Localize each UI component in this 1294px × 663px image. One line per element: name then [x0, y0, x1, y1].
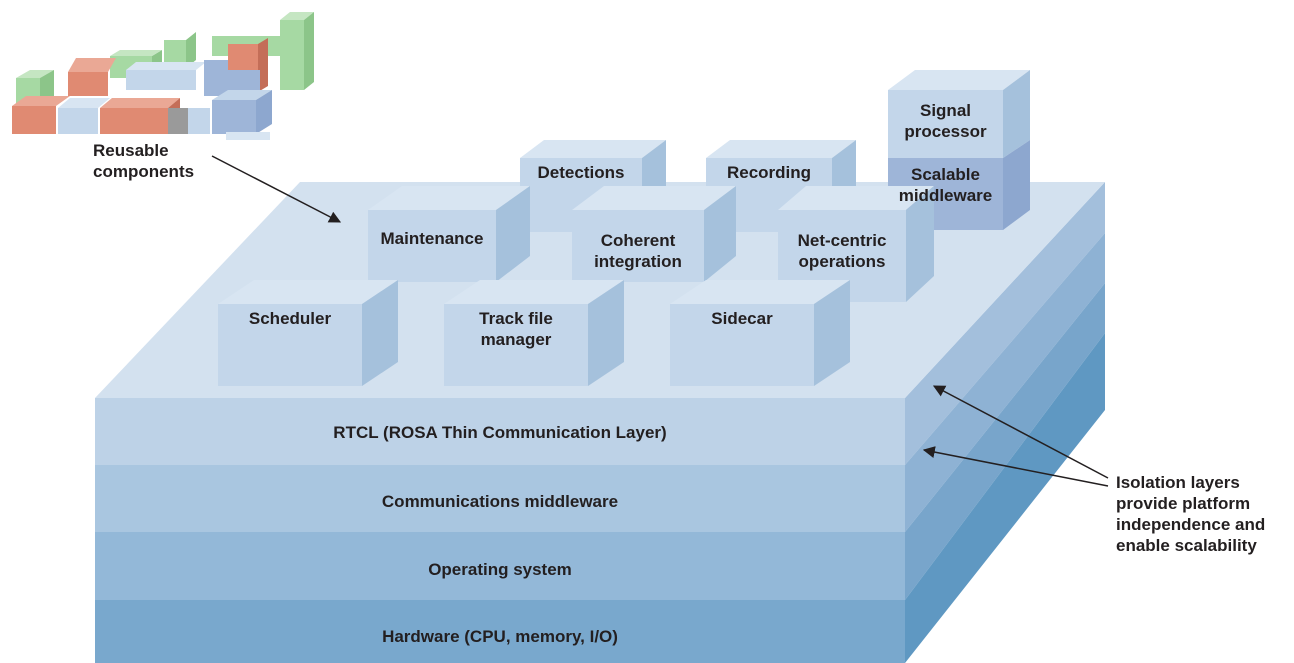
isolation-callout-line2: provide platform — [1116, 494, 1251, 513]
scheduler-box — [218, 280, 398, 386]
scheduler-label: Scheduler — [248, 309, 332, 328]
coherent-integration-box — [572, 186, 736, 282]
maintenance-box — [368, 186, 530, 282]
reusable-components-cluster — [12, 12, 314, 140]
signal-processor-label-line2: processor — [904, 122, 987, 141]
track-file-manager-box — [444, 280, 624, 386]
track-file-manager-label-line2: manager — [480, 330, 552, 349]
scalable-middleware-label-line1: Scalable — [911, 165, 980, 184]
track-file-manager-label-line1: Track file — [479, 309, 553, 328]
detections-label: Detections — [537, 163, 625, 182]
isolation-arrow-upper — [932, 385, 1109, 479]
coherent-integration-label-line2: integration — [594, 252, 682, 271]
layer-hardware — [95, 600, 905, 663]
maintenance-label: Maintenance — [380, 229, 484, 248]
scalable-middleware-label-line2: middleware — [898, 186, 993, 205]
sidecar-label: Sidecar — [711, 309, 773, 328]
recording-label: Recording — [726, 163, 812, 182]
isolation-callout-line1: Isolation layers — [1116, 473, 1240, 492]
layer-side-os — [905, 283, 1105, 600]
layer-side-middleware — [905, 233, 1105, 532]
isolation-callout-line3: independence and — [1116, 515, 1266, 534]
reusable-components-callout-line1: Reusable — [93, 141, 169, 160]
net-centric-operations-label-line1: Net-centric — [797, 231, 887, 250]
sidecar-box — [670, 280, 850, 386]
layer-label-communications-middleware: Communications middleware — [381, 492, 619, 511]
deck-front — [95, 398, 905, 663]
layer-operating-system — [95, 532, 905, 600]
signal-processor-label-line1: Signal — [919, 101, 971, 120]
layer-label-hardware: Hardware (CPU, memory, I/O) — [382, 627, 618, 646]
layer-rtcl — [95, 398, 905, 465]
reusable-components-callout-line2: components — [93, 162, 195, 181]
layer-label-operating-system: Operating system — [428, 560, 572, 579]
reusable-arrow — [211, 155, 342, 223]
isolation-callout-line4: enable scalability — [1116, 536, 1257, 555]
layer-label-rtcl: RTCL (ROSA Thin Communication Layer) — [333, 423, 667, 442]
layer-side-rtcl — [905, 182, 1105, 465]
net-centric-operations-label-line2: operations — [798, 252, 886, 271]
layer-side-hardware — [905, 333, 1105, 663]
deck-side — [905, 182, 1105, 663]
isolation-arrow-lower — [922, 446, 1109, 487]
layer-communications-middleware — [95, 465, 905, 532]
coherent-integration-label-line1: Coherent — [600, 231, 676, 250]
